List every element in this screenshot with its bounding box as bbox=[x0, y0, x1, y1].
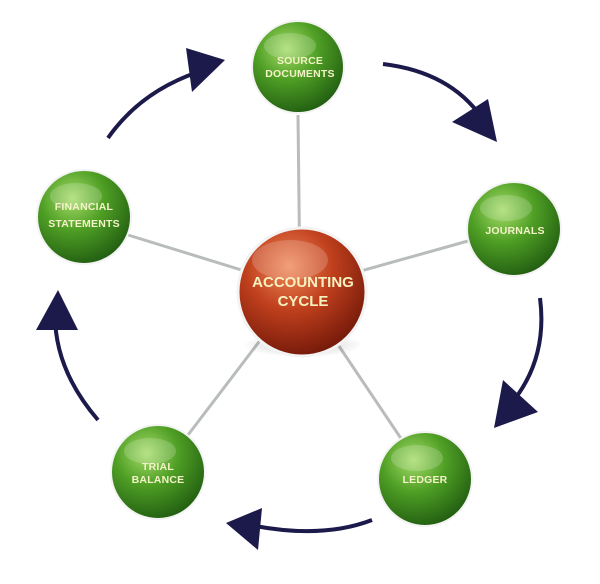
financial-statements-label-line-1: FINANCIAL bbox=[55, 201, 114, 213]
center-node-accounting-cycle: ACCOUNTING CYCLE bbox=[236, 226, 368, 358]
financial-statements-label-line-2: STATEMENTS bbox=[48, 218, 120, 230]
arrow-source-to-journals bbox=[382, 62, 484, 120]
node-trial-balance: TRIAL BALANCE bbox=[110, 424, 206, 520]
arrowhead-financial-to-source bbox=[186, 48, 225, 92]
node-ledger: LEDGER bbox=[377, 431, 473, 527]
ledger-label: LEDGER bbox=[403, 474, 448, 486]
cycle-arrows bbox=[36, 48, 544, 550]
center-label-line-2: CYCLE bbox=[278, 293, 329, 310]
source-documents-label-line-1: SOURCE bbox=[277, 55, 323, 67]
arrow-journals-to-ledger bbox=[508, 297, 544, 407]
arrow-financial-to-source bbox=[106, 70, 199, 140]
source-documents-label-line-2: DOCUMENTS bbox=[265, 68, 334, 80]
trial-balance-label-line-2: BALANCE bbox=[132, 474, 185, 486]
center-label-line-1: ACCOUNTING bbox=[252, 274, 354, 291]
arrowhead-trial-to-financial bbox=[36, 290, 78, 330]
arrowhead-ledger-to-trial bbox=[226, 508, 262, 550]
arrowhead-source-to-journals bbox=[452, 99, 497, 142]
node-journals: JOURNALS bbox=[466, 181, 562, 277]
trial-balance-label-line-1: TRIAL bbox=[142, 461, 174, 473]
arrow-trial-to-financial bbox=[53, 314, 100, 422]
node-financial-statements: FINANCIAL STATEMENTS bbox=[36, 169, 132, 265]
node-source-documents: SOURCE DOCUMENTS bbox=[251, 20, 345, 114]
journals-label: JOURNALS bbox=[485, 225, 544, 237]
arrowhead-journals-to-ledger bbox=[494, 380, 538, 428]
arrow-ledger-to-trial bbox=[244, 518, 373, 534]
